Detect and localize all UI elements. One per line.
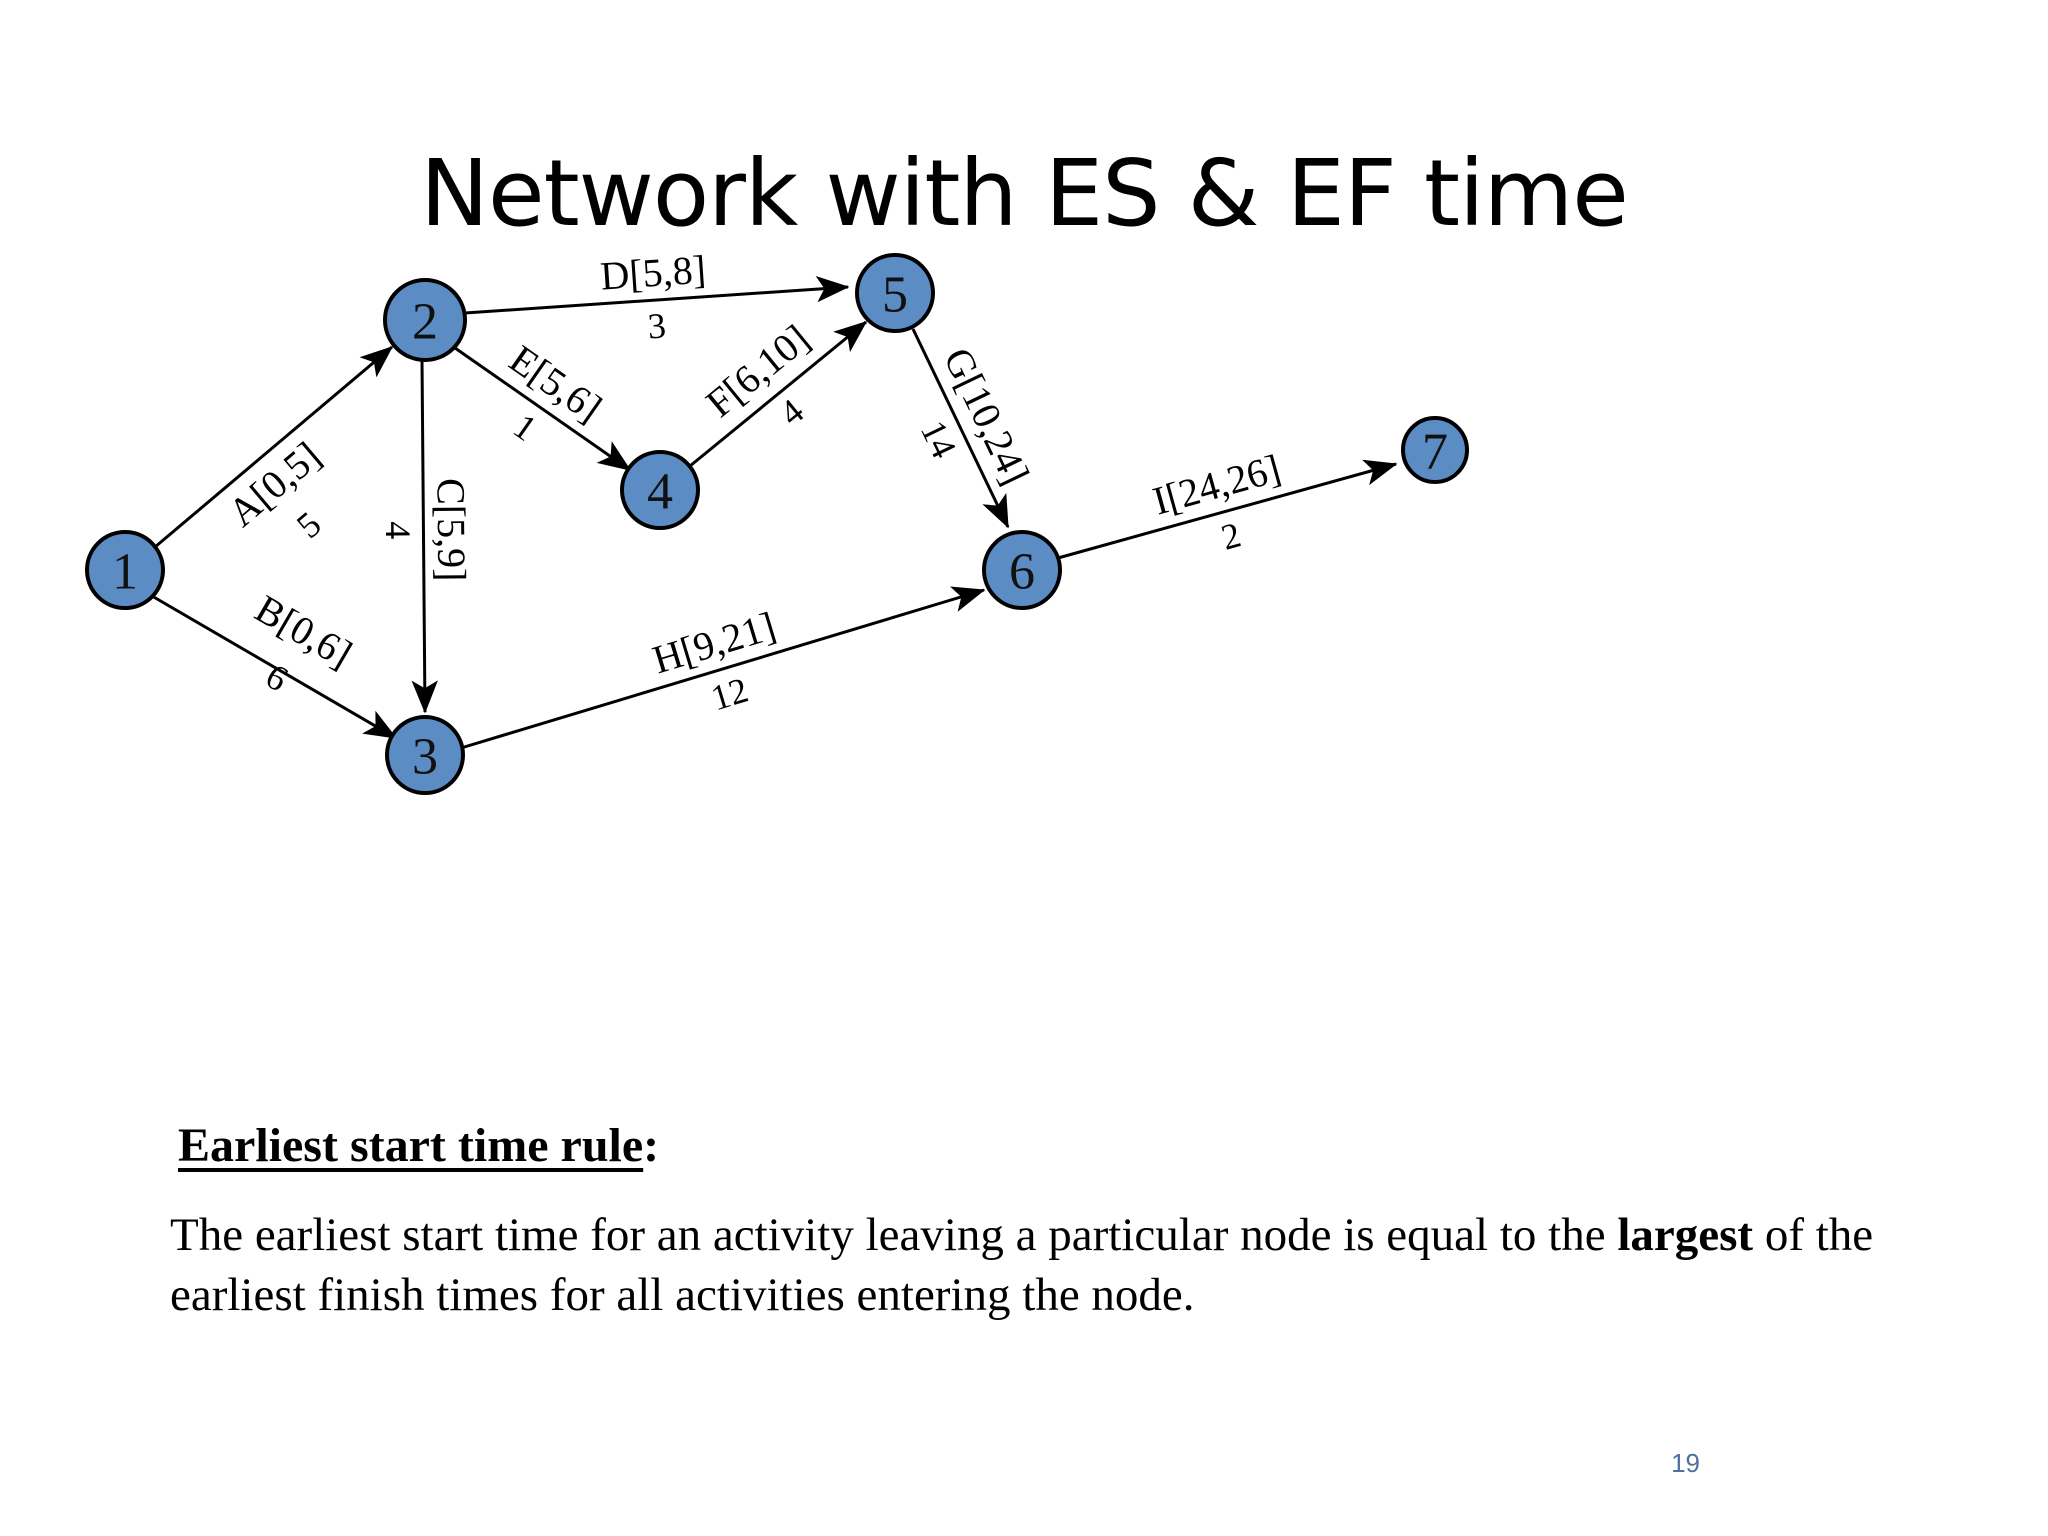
node-4-label: 4 [647,464,673,521]
rule-body-part1: The earliest start time for an activity … [170,1209,1618,1261]
node-6[interactable]: 6 [982,530,1062,610]
rule-heading-text: Earliest start time rule [178,1119,644,1172]
node-2-label: 2 [412,294,438,351]
edge-H-duration: 12 [707,670,753,719]
node-4[interactable]: 4 [620,450,700,530]
rule-heading: Earliest start time rule: [178,1118,659,1173]
edge-H: H[9,21] 12 [460,586,986,750]
edge-C: C[5,9] 4 [378,359,475,714]
page-title: Network with ES & EF time [420,140,1629,247]
network-diagram: A[0,5] 5 B[0,6] 6 C[5,9] 4 D[5,8] 3 [85,247,1469,795]
edge-C-duration: 4 [378,521,418,539]
rule-body-part2: of the earliest finish times for all act… [170,1209,1874,1322]
edge-A: A[0,5] 5 [154,345,394,549]
edge-D-label: D[5,8] [599,247,707,299]
edge-I-duration: 2 [1217,514,1245,557]
node-3-label: 3 [412,729,438,786]
rule-body: The earliest start time for an activity … [170,1205,1930,1325]
edge-I-label: I[24,26] [1148,445,1285,523]
edge-B: B[0,6] 6 [151,586,398,740]
edge-D-duration: 3 [646,305,667,346]
rule-body-emphasis: largest [1617,1209,1754,1261]
node-1-label: 1 [112,544,138,601]
node-2[interactable]: 2 [383,278,467,362]
node-1[interactable]: 1 [85,530,165,610]
edge-D: D[5,8] 3 [464,247,850,347]
node-7-label: 7 [1422,424,1448,481]
edge-E-duration: 1 [506,406,544,449]
page-number: 19 [1671,1448,1700,1478]
edge-C-label: C[5,9] [429,478,475,582]
edge-E: E[5,6] 1 [454,336,632,472]
node-5-label: 5 [882,267,908,324]
node-7[interactable]: 7 [1401,416,1469,484]
rule-heading-colon: : [643,1119,660,1172]
node-3[interactable]: 3 [385,715,465,795]
node-5[interactable]: 5 [855,253,935,333]
node-6-label: 6 [1009,544,1035,601]
edge-I: I[24,26] 2 [1057,445,1398,560]
edge-F: F[6,10] 4 [689,316,868,468]
edge-G: G[10,24] 14 [911,328,1039,529]
edge-F-duration: 4 [772,391,811,433]
edge-A-duration: 5 [289,504,329,546]
